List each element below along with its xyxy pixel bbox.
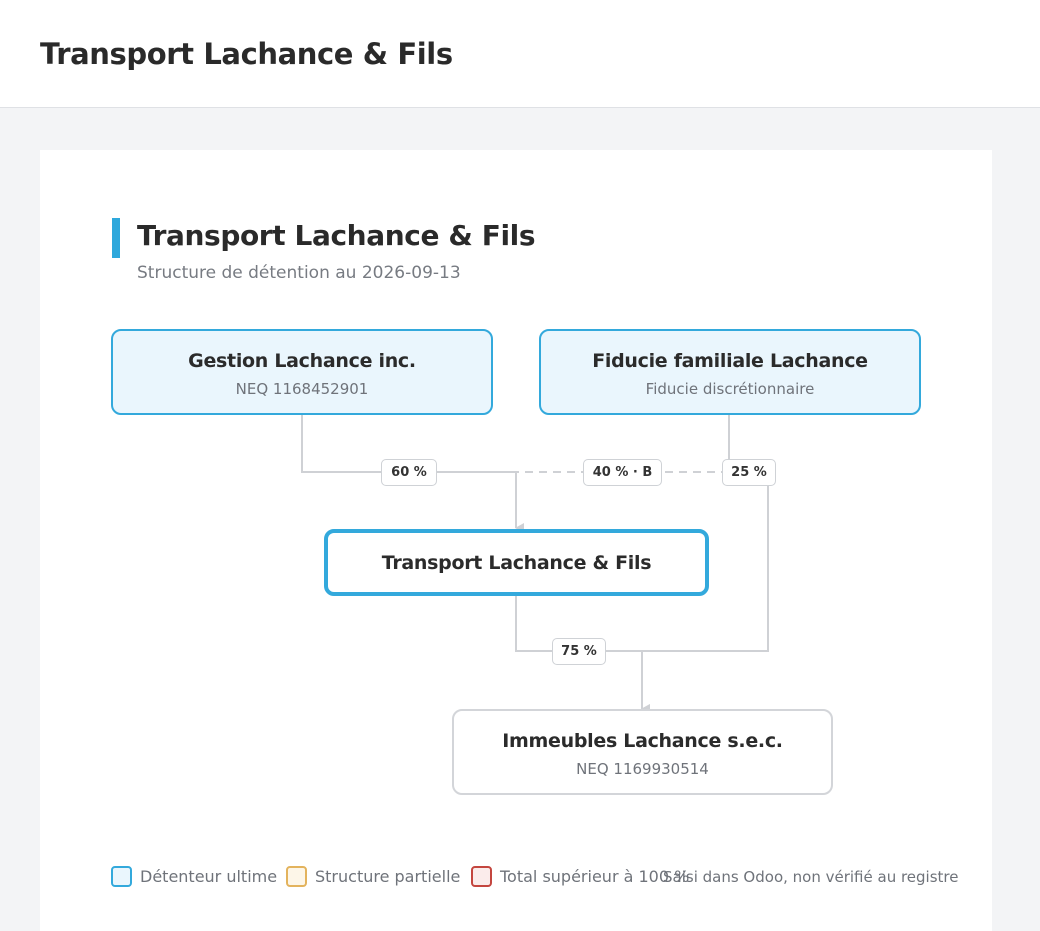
edge-label-60: 60 % — [381, 459, 437, 486]
node-fiducie-lachance[interactable]: Fiducie familiale Lachance Fiducie discr… — [539, 329, 921, 415]
legend-label: Total supérieur à 100 % — [500, 866, 690, 886]
legend-label: Structure partielle — [315, 866, 461, 886]
legend-note: Saisi dans Odoo, non vérifié au registre — [663, 868, 959, 886]
node-name: Transport Lachance & Fils — [381, 552, 652, 574]
node-name: Immeubles Lachance s.e.c. — [502, 730, 783, 752]
legend-over-100: Total supérieur à 100 % — [471, 865, 689, 887]
legend-ultimate-holder: Détenteur ultime — [111, 865, 277, 887]
node-detail: NEQ 1168452901 — [235, 380, 369, 398]
legend-swatch — [286, 865, 307, 887]
edge-label-40-b: 40 % · B — [583, 459, 662, 486]
node-name: Gestion Lachance inc. — [188, 350, 416, 372]
node-transport-lachance[interactable]: Transport Lachance & Fils — [324, 529, 709, 596]
page-title: Transport Lachance & Fils — [40, 37, 453, 71]
legend-swatch — [111, 865, 132, 887]
node-immeubles-lachance[interactable]: Immeubles Lachance s.e.c. NEQ 1169930514 — [452, 709, 833, 795]
node-detail: NEQ 1169930514 — [576, 760, 709, 778]
legend-partial-structure: Structure partielle — [286, 865, 460, 887]
top-bar: Transport Lachance & Fils — [0, 0, 1040, 108]
node-gestion-lachance[interactable]: Gestion Lachance inc. NEQ 1168452901 — [111, 329, 493, 415]
node-name: Fiducie familiale Lachance — [592, 350, 868, 372]
legend-label: Détenteur ultime — [140, 866, 278, 886]
diagram-title: Transport Lachance & Fils — [137, 219, 536, 252]
node-detail: Fiducie discrétionnaire — [645, 380, 815, 398]
legend-swatch — [471, 865, 492, 887]
edge-label-75: 75 % — [552, 638, 606, 665]
diagram-subtitle: Structure de détention au 2026-09-13 — [137, 263, 461, 283]
edge-label-25: 25 % — [722, 459, 776, 486]
title-accent-bar — [112, 218, 120, 258]
